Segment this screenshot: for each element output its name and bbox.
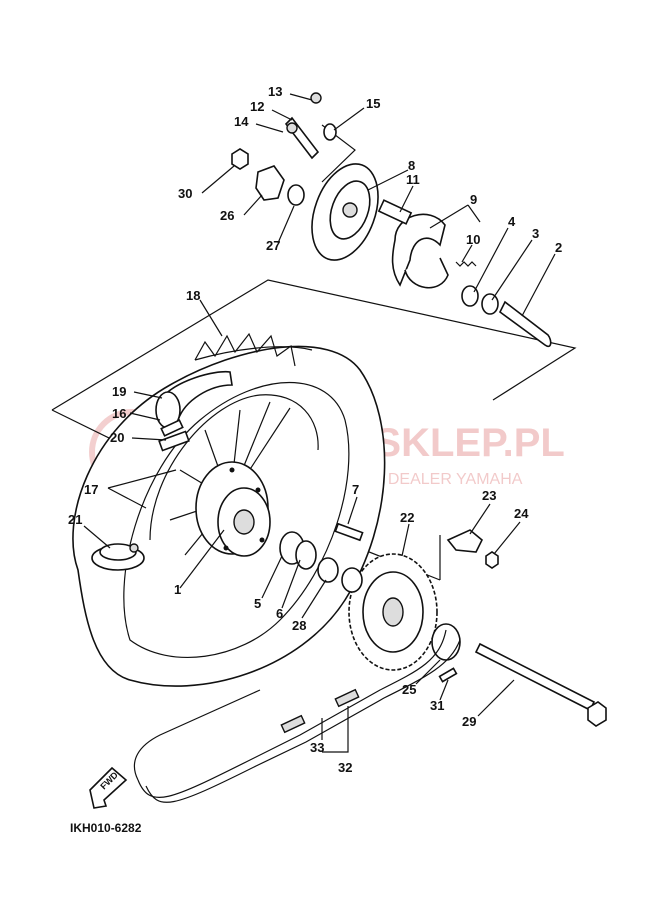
- callout-30: 30: [178, 186, 192, 201]
- callout-32: 32: [338, 760, 352, 775]
- drive-chain: [133, 629, 461, 803]
- axle-group: [431, 623, 607, 727]
- callout-26: 26: [220, 208, 234, 223]
- callout-1: 1: [174, 582, 181, 597]
- brake-shoes: [391, 213, 449, 289]
- spring: [455, 261, 477, 267]
- callout-11: 11: [406, 172, 420, 187]
- callout-27: 27: [266, 238, 280, 253]
- callout-14: 14: [234, 114, 249, 129]
- callout-18: 18: [186, 288, 200, 303]
- rim-lock: [91, 543, 145, 571]
- callout-8: 8: [408, 158, 415, 173]
- brake-panel: [311, 163, 379, 261]
- callout-24: 24: [514, 506, 529, 521]
- fwd-arrow: FWD: [89, 766, 128, 809]
- callout-4: 4: [508, 214, 516, 229]
- leader-lines: [83, 93, 556, 753]
- callout-17: 17: [84, 482, 98, 497]
- callout-15: 15: [366, 96, 380, 111]
- callout-23: 23: [482, 488, 496, 503]
- callout-3: 3: [532, 226, 539, 241]
- sprocket: [348, 553, 438, 671]
- callout-20: 20: [110, 430, 124, 445]
- callout-13: 13: [268, 84, 282, 99]
- nut-plate-collar: [231, 148, 305, 206]
- callout-2: 2: [555, 240, 562, 255]
- callout-28: 28: [292, 618, 306, 633]
- hub-bearings: [279, 522, 364, 593]
- callout-7: 7: [352, 482, 359, 497]
- diagram-code: IKH010-6282: [70, 821, 142, 835]
- callout-31: 31: [430, 698, 444, 713]
- callout-29: 29: [462, 714, 476, 729]
- callout-25: 25: [402, 682, 416, 697]
- cam-shaft: [377, 199, 413, 225]
- callout-16: 16: [112, 406, 126, 421]
- callout-22: 22: [400, 510, 414, 525]
- callout-10: 10: [466, 232, 480, 247]
- hub: [195, 461, 271, 557]
- callout-21: 21: [68, 512, 82, 527]
- tube-parts: [155, 370, 233, 452]
- brake-lever: [284, 92, 337, 160]
- callout-12: 12: [250, 99, 264, 114]
- callout-6: 6: [276, 606, 283, 621]
- callout-33: 33: [310, 740, 324, 755]
- bearings-spacer: [461, 285, 552, 348]
- callout-19: 19: [112, 384, 126, 399]
- callouts: 13 12 14 15 30 26 27 8 11 9 10 4 3 2 18 …: [68, 84, 562, 775]
- callout-5: 5: [254, 596, 261, 611]
- callout-9: 9: [470, 192, 477, 207]
- chain-puller: [446, 529, 499, 569]
